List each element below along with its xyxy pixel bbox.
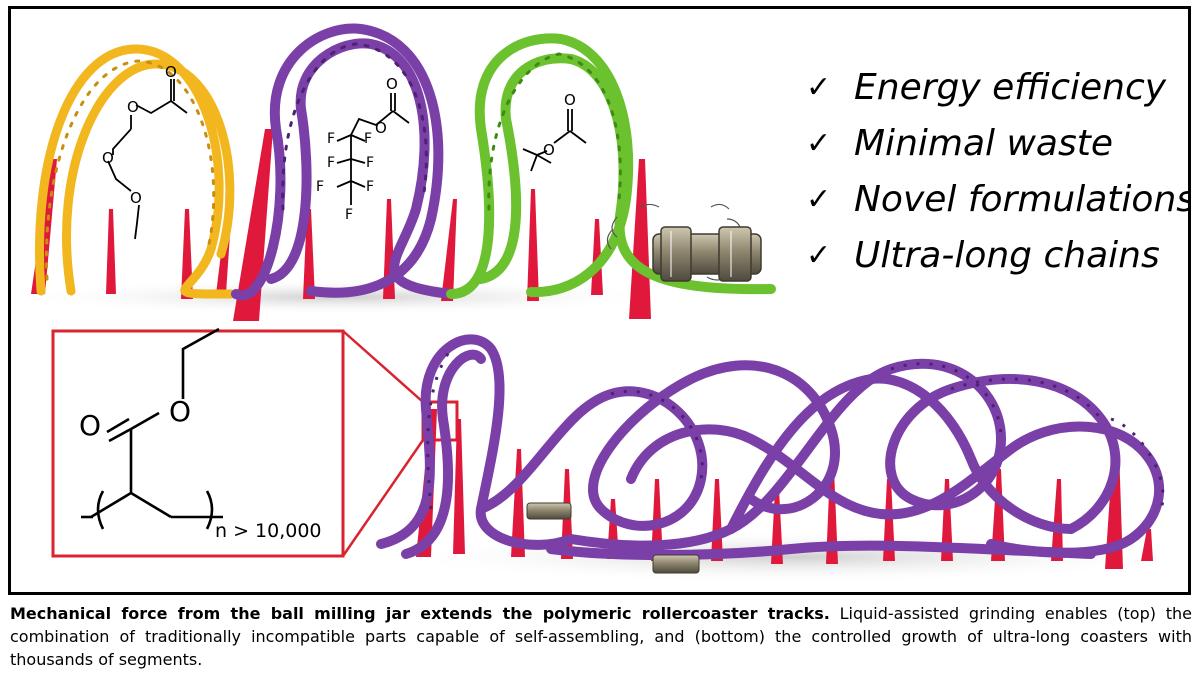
- benefit-item: ✓ Novel formulations: [806, 171, 1191, 227]
- tbu-carbonyl-o: O: [564, 91, 576, 109]
- milling-jar-bottom-1: [526, 502, 572, 520]
- ether-o2-label: O: [130, 189, 142, 207]
- checkmark-icon: ✓: [806, 181, 832, 217]
- benefit-label: Minimal waste: [854, 122, 1113, 164]
- bottom-track-ties: [426, 348, 1165, 510]
- fluoro-carbonyl-o: O: [386, 75, 398, 93]
- benefit-item: ✓ Ultra-long chains: [806, 227, 1188, 283]
- inset-repeat-label: n > 10,000: [215, 520, 322, 542]
- figure-frame: O O O O O O F F F F F F F: [8, 6, 1191, 595]
- polyacrylate-structure: [81, 327, 223, 530]
- milling-jar-top: [606, 203, 762, 282]
- benefit-item: ✓ Minimal waste: [806, 115, 1188, 171]
- figure-caption: Mechanical force from the ball milling j…: [10, 602, 1192, 671]
- ester-o-label: O: [165, 63, 177, 81]
- caption-text: Liquid-assisted grinding enables (top) t…: [10, 604, 1192, 669]
- fluorine-5: F: [316, 179, 324, 195]
- milling-jar-bottom-2: [652, 554, 700, 574]
- benefit-item: ✓ Energy efficiency: [806, 59, 1188, 115]
- benefit-label: Ultra-long chains: [854, 234, 1160, 276]
- fluorine-6: F: [366, 179, 374, 195]
- polymer-inset: O O n > 10,000: [51, 327, 459, 558]
- bottom-coaster: [376, 334, 1165, 574]
- caption-bold-lead: Mechanical force from the ball milling j…: [10, 604, 830, 623]
- fluorine-4: F: [366, 155, 374, 171]
- purple-loop: [231, 23, 456, 301]
- ether-ester-structure: [107, 79, 188, 240]
- fluorine-1: F: [327, 131, 335, 147]
- checkmark-icon: ✓: [806, 125, 832, 161]
- yellow-loop: [34, 44, 236, 299]
- ether-o1-label: O: [102, 149, 114, 167]
- inset-carbonyl-o: O: [79, 409, 101, 442]
- inset-ester-o: O: [169, 395, 191, 428]
- ester-o-link-label: O: [127, 98, 139, 116]
- illustration: O O O O O O F F F F F F F: [11, 23, 1188, 583]
- fluoro-ester-structure: [336, 93, 410, 205]
- checkmark-icon: ✓: [806, 69, 832, 105]
- checkmark-icon: ✓: [806, 237, 832, 273]
- fluoro-link-o: O: [375, 119, 387, 137]
- bottom-tracks: [376, 334, 1164, 560]
- tert-butyl-ester-structure: [522, 109, 587, 172]
- top-coaster: O O O O O O F F F F F F F: [31, 23, 776, 321]
- benefit-label: Energy efficiency: [854, 66, 1167, 108]
- fluorine-3: F: [327, 155, 335, 171]
- fluorine-7: F: [345, 207, 353, 223]
- green-loop: [446, 33, 776, 299]
- benefit-label: Novel formulations: [854, 178, 1191, 220]
- benefits-checklist: ✓ Energy efficiency ✓ Minimal waste ✓ Novel…: [806, 59, 1191, 283]
- fluorine-2: F: [364, 131, 372, 147]
- tbu-link-o: O: [543, 141, 555, 159]
